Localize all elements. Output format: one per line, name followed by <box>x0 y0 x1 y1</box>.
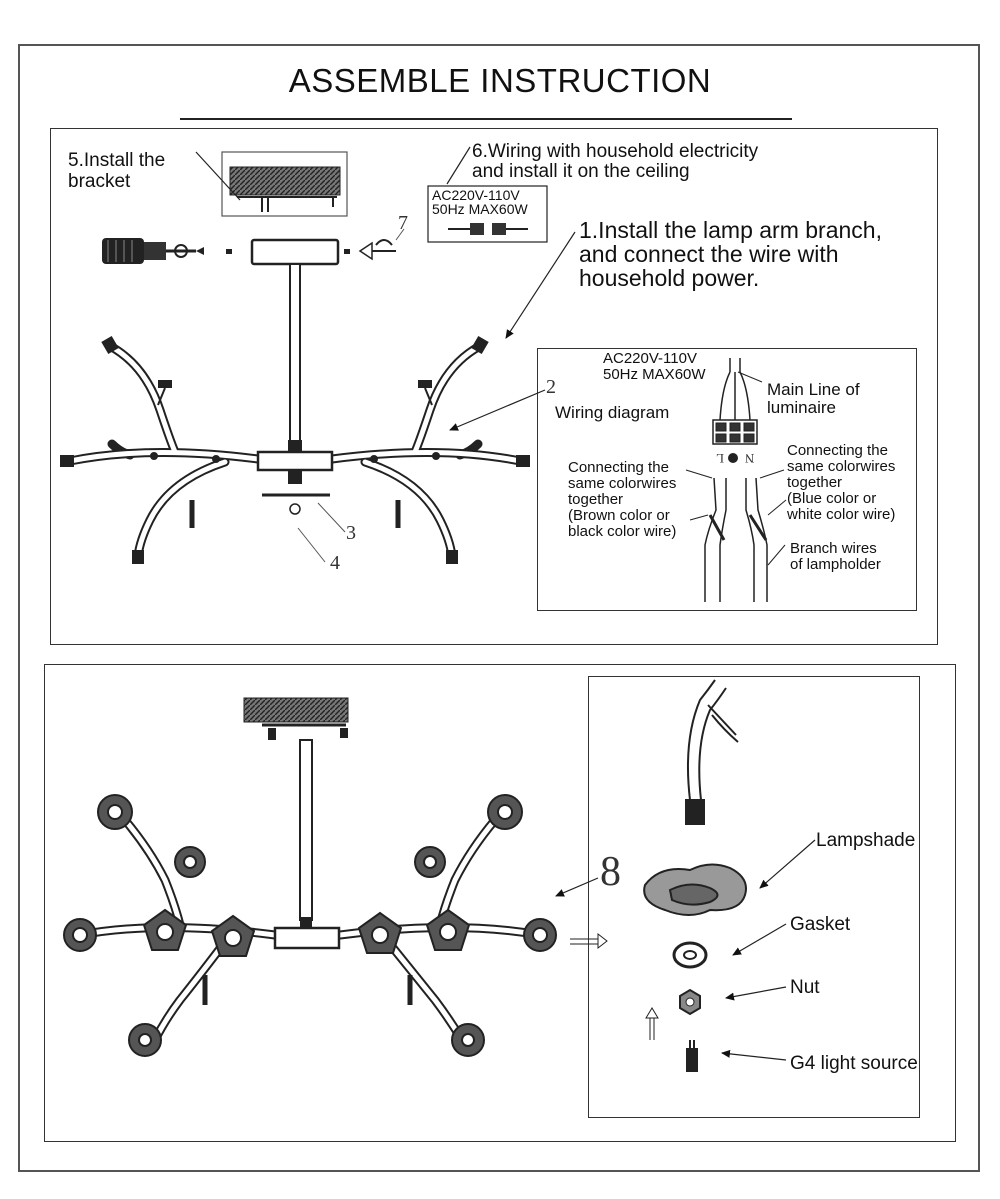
left-wire-note: Connecting the same colorwires together … <box>568 460 676 540</box>
part-number-3: 3 <box>346 522 356 544</box>
main-line-1: Main Line of <box>767 380 860 399</box>
right-note-1: Connecting the <box>787 442 888 459</box>
bulb-icon <box>686 1040 698 1072</box>
right-note-4: (Blue color or <box>787 490 877 507</box>
step1-label: 1.Install the lamp arm branch, and conne… <box>579 218 882 290</box>
bottom-panel <box>44 664 956 1142</box>
left-note-1: Connecting the <box>568 459 669 476</box>
step6-label: 6.Wiring with household electricity and … <box>472 141 758 182</box>
step5-label: 5.Install the bracket <box>68 150 165 192</box>
outer-frame <box>18 44 980 1172</box>
branch-wires-label: Branch wires of lampholder <box>790 541 881 573</box>
gasket-label: Gasket <box>790 914 851 935</box>
bracket-inset <box>221 151 348 217</box>
wiring-graphic <box>685 358 787 602</box>
left-note-5: black color wire) <box>568 523 677 540</box>
step1-line3: household power. <box>579 265 760 291</box>
step6-line2: and install it on the ceiling <box>472 161 690 182</box>
wiring-spec-voltage: AC220V-110V <box>603 350 697 367</box>
part-number-7: 7 <box>398 212 408 234</box>
wiring-diagram-box <box>537 348 917 611</box>
left-note-2: same colorwires <box>568 475 677 492</box>
right-wire-note: Connecting the same colorwires together … <box>787 443 895 523</box>
spec-power: 50Hz MAX60W <box>432 201 528 217</box>
nut-label: Nut <box>790 977 820 998</box>
screw-icon <box>358 239 396 261</box>
arm-end <box>685 679 739 825</box>
g4-source-label: G4 light source <box>790 1053 918 1074</box>
lampshade-icon <box>643 863 747 916</box>
step8-number: 8 <box>600 849 621 895</box>
spec-voltage: AC220V-110V <box>432 187 520 203</box>
top-panel <box>50 128 938 645</box>
nut-icon <box>679 988 701 1016</box>
main-line-label: Main Line of luminaire <box>767 381 860 417</box>
lampshade-flowers <box>63 794 557 1057</box>
branch-line-1: Branch wires <box>790 540 877 557</box>
step1-line2: and connect the wire with <box>579 241 839 267</box>
lampshade-label: Lampshade <box>816 830 916 851</box>
wire-plug-icon <box>448 223 528 235</box>
step1-line1: 1.Install the lamp arm branch, <box>579 217 882 243</box>
right-note-3: together <box>787 474 843 491</box>
parts-detail-box <box>588 676 920 1118</box>
wiring-title: Wiring diagram <box>555 403 670 422</box>
step6-line1: 6.Wiring with household electricity <box>472 141 759 162</box>
wiring-spec: AC220V-110V 50Hz MAX60W <box>603 351 706 383</box>
step5-line2: bracket <box>68 171 131 192</box>
wiring-spec-power: 50Hz MAX60W <box>603 366 706 383</box>
part-number-4: 4 <box>330 552 340 574</box>
spec-box-text: AC220V-110V 50Hz MAX60W <box>432 188 528 216</box>
branch-line-2: of lampholder <box>790 556 881 573</box>
part-number-2: 2 <box>546 376 556 398</box>
left-note-4: (Brown color or <box>568 507 670 524</box>
up-arrow-icon <box>645 1007 659 1040</box>
terminal-label-l: L <box>716 451 724 466</box>
screwdriver-icon <box>102 238 204 264</box>
terminal-label-n: N <box>745 451 755 466</box>
left-note-3: together <box>568 491 624 508</box>
right-note-2: same colorwires <box>787 458 896 475</box>
main-line-2: luminaire <box>767 398 836 417</box>
step5-line1: 5.Install the <box>68 150 166 171</box>
title-underline <box>180 118 792 120</box>
page-title: ASSEMBLE INSTRUCTION <box>288 62 712 99</box>
gasket-icon <box>672 941 708 969</box>
right-note-5: white color wire) <box>787 506 896 523</box>
right-arrow-icon <box>570 932 608 950</box>
